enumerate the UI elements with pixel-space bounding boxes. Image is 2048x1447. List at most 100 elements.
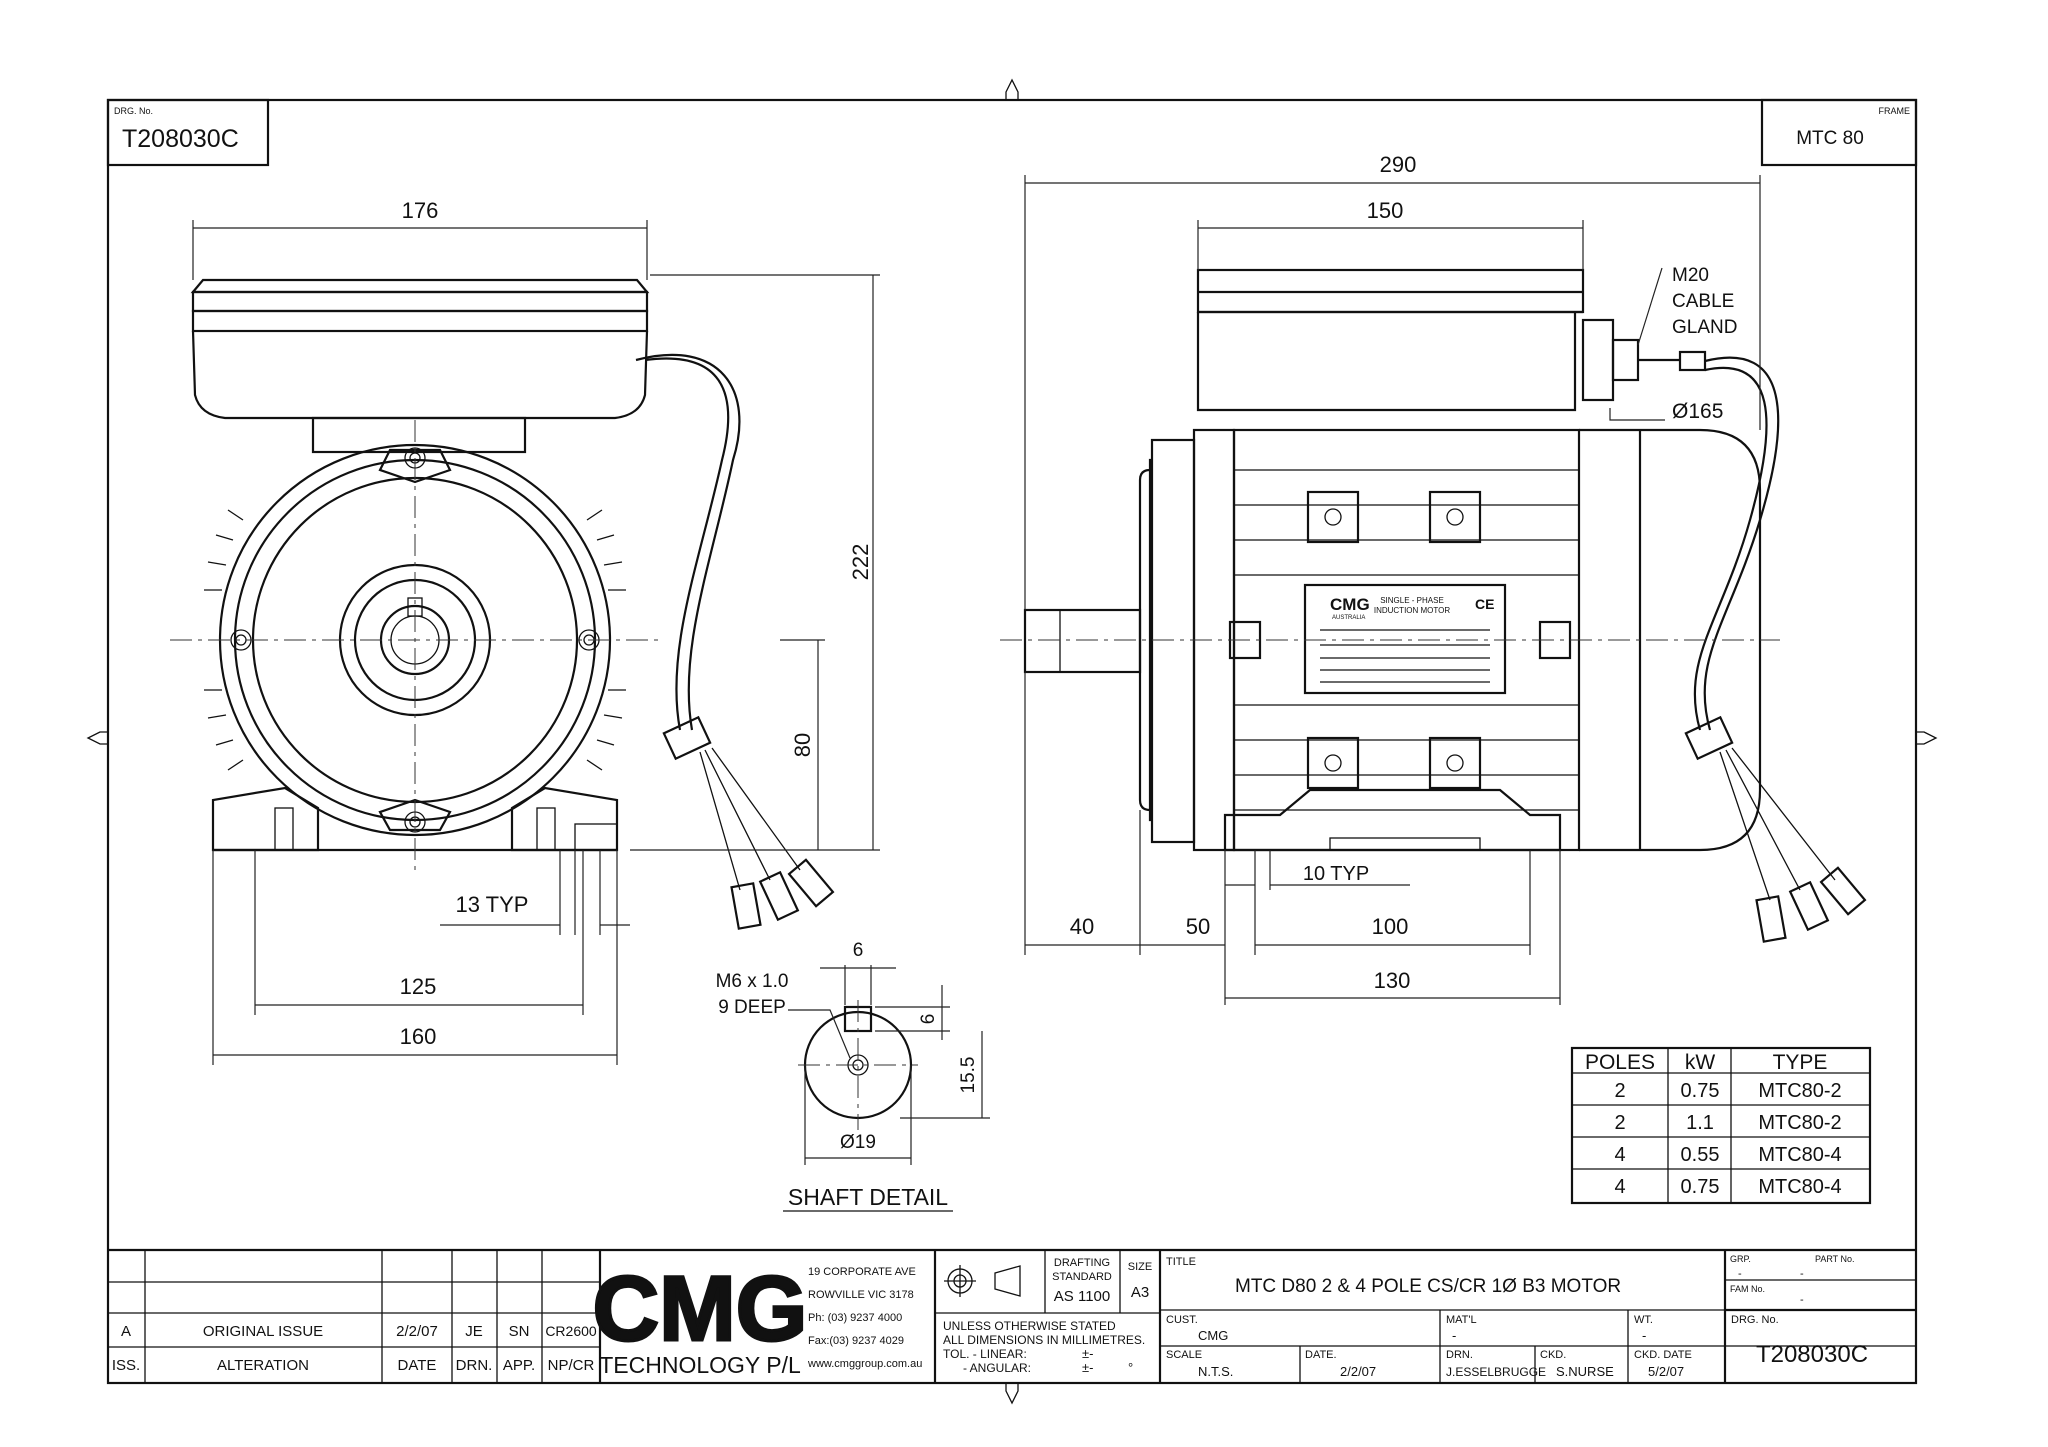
size-value: A3 <box>1131 1284 1149 1301</box>
grp-label: GRP. <box>1730 1254 1751 1264</box>
dim-290: 290 <box>1380 152 1417 177</box>
rev-drn: JE <box>465 1323 483 1340</box>
dim-150: 150 <box>1367 198 1404 223</box>
tol-angular: - ANGULAR: <box>963 1361 1031 1375</box>
ckd-value: S.NURSE <box>1556 1364 1614 1379</box>
rev-date: 2/2/07 <box>396 1323 438 1340</box>
frame-box: FRAME MTC 80 <box>1760 98 1918 167</box>
tol-pm2: ±- <box>1082 1360 1093 1375</box>
table-cell: MTC80-4 <box>1758 1144 1841 1166</box>
table-cell: 0.75 <box>1681 1080 1720 1102</box>
ckd-label: CKD. <box>1540 1349 1566 1361</box>
table-cell: 2 <box>1614 1080 1625 1102</box>
frame-label: FRAME <box>1879 106 1911 116</box>
ckd-date-value: 5/2/07 <box>1648 1364 1684 1379</box>
key-width: 6 <box>853 940 864 961</box>
table-cell: MTC80-2 <box>1758 1080 1841 1102</box>
side-view: CMG AUSTRALIA SINGLE - PHASE INDUCTION M… <box>1000 268 1867 943</box>
nameplate-line2: INDUCTION MOTOR <box>1374 606 1451 615</box>
dim-40: 40 <box>1070 914 1094 939</box>
title-label: TITLE <box>1166 1256 1196 1268</box>
matl-value: - <box>1452 1328 1456 1343</box>
company-fax: Fax:(03) 9237 4029 <box>808 1335 904 1347</box>
tol-deg: ° <box>1128 1360 1133 1375</box>
tol-pm1: ±- <box>1082 1346 1093 1361</box>
table-header-kw: kW <box>1685 1051 1716 1074</box>
rev-app: SN <box>509 1323 530 1340</box>
rev-cr: CR2600 <box>545 1323 597 1339</box>
dim-125: 125 <box>400 974 437 999</box>
grp-value: - <box>1738 1268 1742 1280</box>
rev-header-drn: DRN. <box>456 1357 493 1374</box>
company-ph: Ph: (03) 9237 4000 <box>808 1312 902 1324</box>
date-value: 2/2/07 <box>1340 1364 1376 1379</box>
rev-header-date: DATE <box>398 1357 437 1374</box>
drg-label: DRG. No. <box>1731 1314 1779 1326</box>
dim-176: 176 <box>402 198 439 223</box>
sheet-border <box>86 78 1938 1405</box>
table-cell: MTC80-4 <box>1758 1176 1841 1198</box>
fam-value: - <box>1800 1294 1804 1306</box>
cust-label: CUST. <box>1166 1314 1198 1326</box>
dim-80: 80 <box>790 733 815 757</box>
nameplate-sub: AUSTRALIA <box>1332 615 1365 621</box>
table-cell: 0.75 <box>1681 1176 1720 1198</box>
size-label: SIZE <box>1128 1261 1152 1273</box>
note-line2: ALL DIMENSIONS IN MILLIMETRES. <box>943 1333 1145 1347</box>
front-view <box>170 278 835 930</box>
thread-line1: M6 x 1.0 <box>716 971 789 992</box>
front-dimensions: 176 222 80 13 TYP 125 160 <box>192 198 880 1065</box>
type-table: POLES kW TYPE 2 0.75 MTC80-2 2 1.1 MTC80… <box>1570 1046 1872 1205</box>
date-label: DATE. <box>1305 1349 1337 1361</box>
rev-header-alteration: ALTERATION <box>217 1357 309 1374</box>
key-depth: 6 <box>918 1014 939 1025</box>
scale-label: SCALE <box>1166 1349 1202 1361</box>
cable-gland-3: GLAND <box>1672 317 1737 338</box>
rev-iss: A <box>121 1323 131 1340</box>
drg-value: T208030C <box>1756 1341 1868 1368</box>
matl-label: MAT'L <box>1446 1314 1477 1326</box>
tol-linear: TOL. - LINEAR: <box>943 1347 1027 1361</box>
note-line1: UNLESS OTHERWISE STATED <box>943 1319 1116 1333</box>
rev-header-cr: NP/CR <box>548 1357 595 1374</box>
drafting-line1: DRAFTING <box>1054 1257 1110 1269</box>
shaft-detail-title: SHAFT DETAIL <box>788 1184 948 1210</box>
company-addr2: ROWVILLE VIC 3178 <box>808 1289 914 1301</box>
rev-alteration: ORIGINAL ISSUE <box>203 1323 323 1340</box>
company-name: TECHNOLOGY P/L <box>599 1352 801 1378</box>
drafting-value: AS 1100 <box>1054 1288 1110 1305</box>
rev-header-app: APP. <box>503 1357 535 1374</box>
wt-label: WT. <box>1634 1314 1653 1326</box>
drn-label: DRN. <box>1446 1349 1473 1361</box>
dim-13-typ: 13 TYP <box>456 892 529 917</box>
part-label: PART No. <box>1815 1254 1855 1264</box>
drg-no-label: DRG. No. <box>114 106 153 116</box>
thread-line2: 9 DEEP <box>718 997 786 1018</box>
cable-gland-1: M20 <box>1672 265 1709 286</box>
title-block: A ORIGINAL ISSUE 2/2/07 JE SN CR2600 ISS… <box>108 1248 1916 1383</box>
shaft-detail: M6 x 1.0 9 DEEP 6 6 15.5 Ø19 SHAFT DETAI… <box>716 940 990 1212</box>
cust-value: CMG <box>1198 1328 1228 1343</box>
dim-130: 130 <box>1374 968 1411 993</box>
nameplate-line1: SINGLE - PHASE <box>1380 596 1444 605</box>
table-cell: 0.55 <box>1681 1144 1720 1166</box>
title-value: MTC D80 2 & 4 POLE CS/CR 1Ø B3 MOTOR <box>1235 1276 1621 1297</box>
rev-header-iss: ISS. <box>112 1357 140 1374</box>
key-height: 15.5 <box>958 1057 979 1094</box>
table-cell: 4 <box>1614 1176 1625 1198</box>
projection-symbol <box>944 1265 1021 1297</box>
fam-label: FAM No. <box>1730 1284 1765 1294</box>
dim-100: 100 <box>1372 914 1409 939</box>
side-dimensions: 290 150 40 50 100 10 TYP 130 M20 CABLE G… <box>1024 152 1761 1005</box>
table-cell: 1.1 <box>1686 1112 1714 1134</box>
drawing-number-box: DRG. No. T208030C <box>106 98 270 167</box>
company-web: www.cmggroup.com.au <box>807 1358 922 1370</box>
company-addr1: 19 CORPORATE AVE <box>808 1266 916 1278</box>
ckd-date-label: CKD. DATE <box>1634 1349 1692 1361</box>
dim-50: 50 <box>1186 914 1210 939</box>
flange-diameter: Ø165 <box>1672 400 1723 423</box>
company-logo: CMG <box>593 1258 808 1360</box>
scale-value: N.T.S. <box>1198 1364 1233 1379</box>
table-cell: 4 <box>1614 1144 1625 1166</box>
